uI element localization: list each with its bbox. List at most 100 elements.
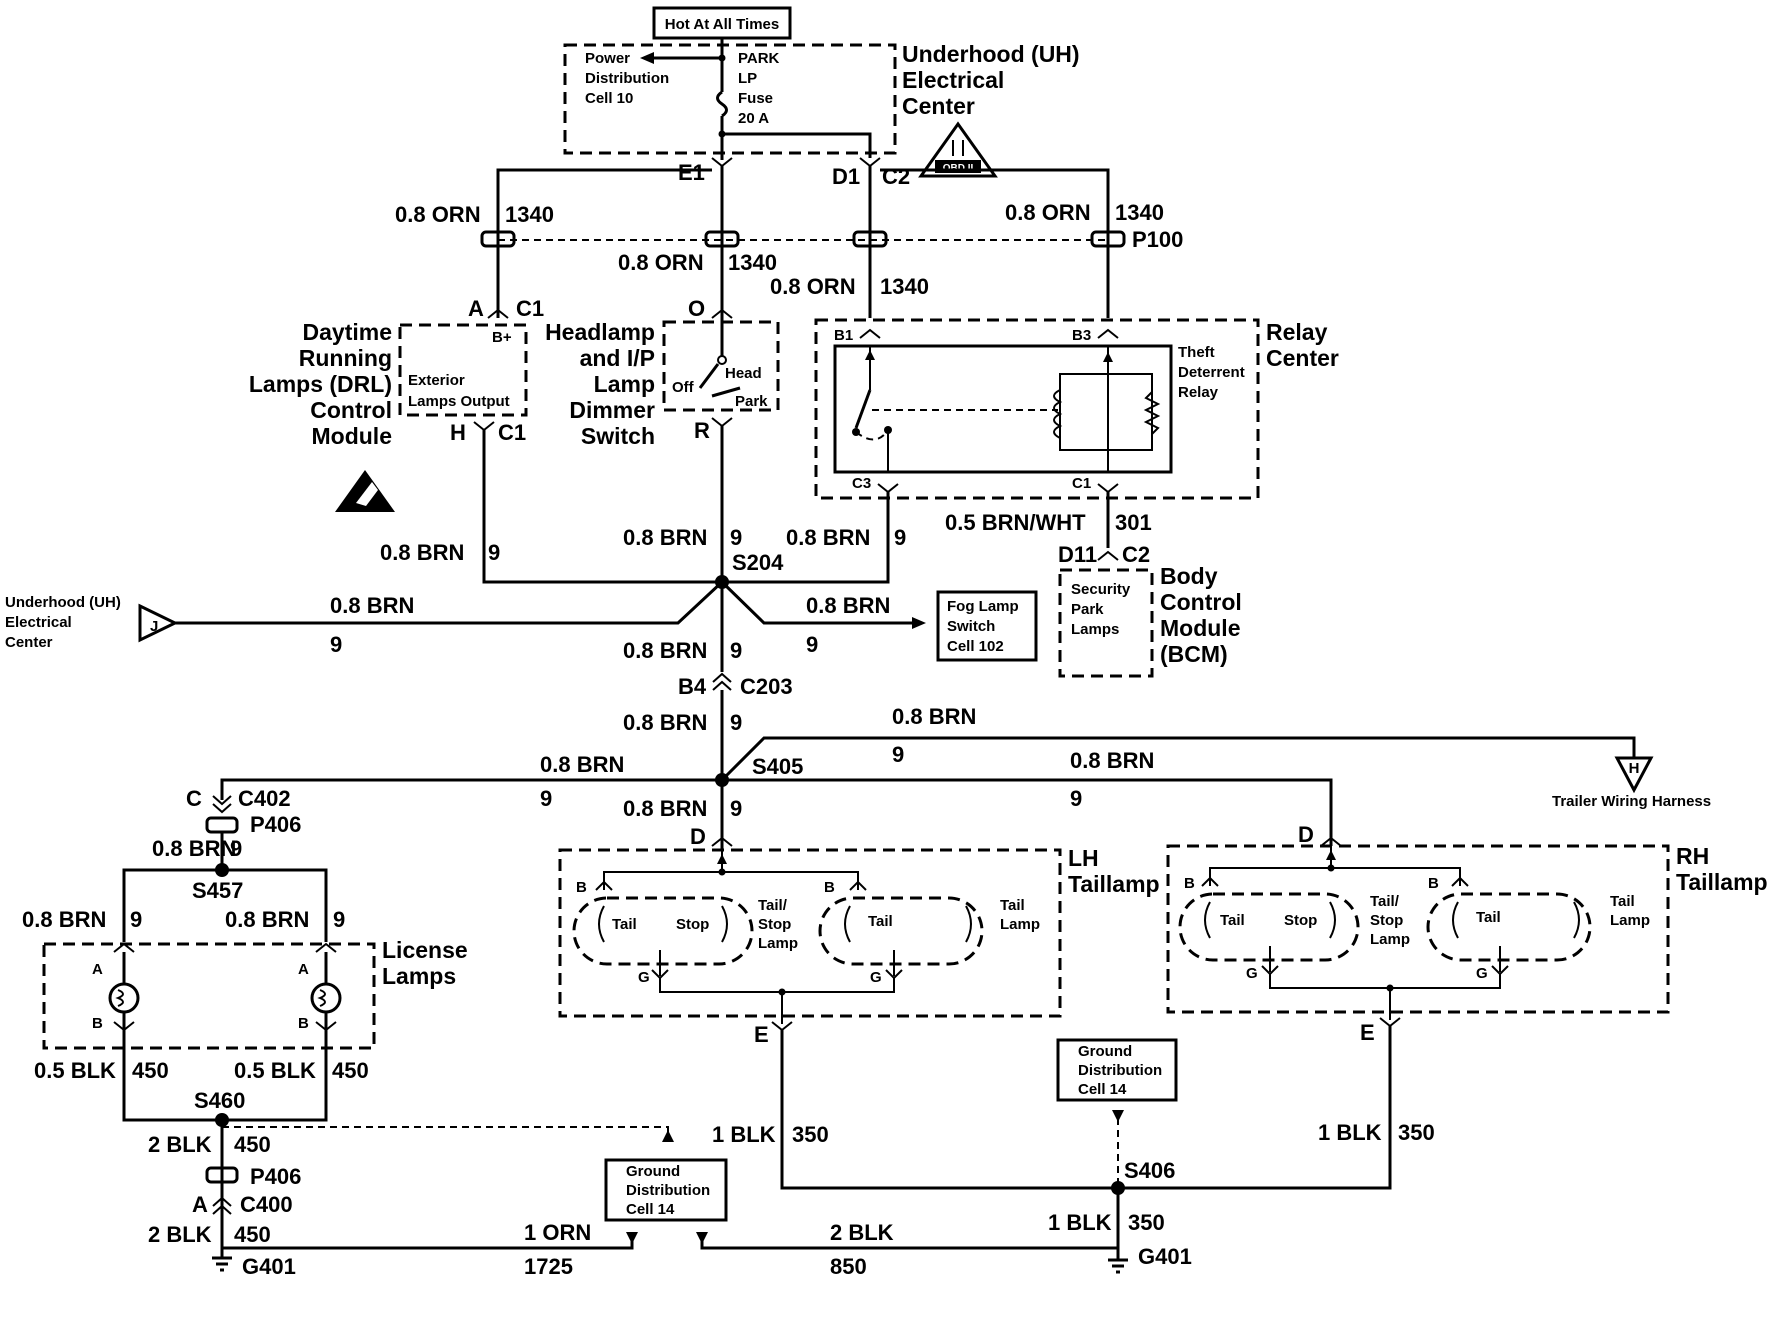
svg-text:Lamp: Lamp bbox=[594, 371, 655, 397]
svg-text:Relay: Relay bbox=[1178, 384, 1219, 401]
svg-text:Deterrent: Deterrent bbox=[1178, 364, 1245, 381]
svg-text:Tail: Tail bbox=[1476, 909, 1501, 926]
ground-g401-left-icon bbox=[212, 1256, 232, 1272]
svg-text:Cell 14: Cell 14 bbox=[1078, 1081, 1127, 1098]
svg-text:Lamp: Lamp bbox=[1610, 912, 1650, 929]
svg-text:Ground: Ground bbox=[1078, 1043, 1132, 1060]
svg-text:B: B bbox=[92, 1015, 103, 1032]
svg-text:Trailer Wiring Harness: Trailer Wiring Harness bbox=[1552, 793, 1711, 810]
svg-text:Tail: Tail bbox=[1220, 912, 1245, 929]
svg-text:9: 9 bbox=[730, 638, 742, 663]
svg-text:1340: 1340 bbox=[505, 202, 554, 227]
svg-text:H: H bbox=[450, 420, 466, 445]
svg-text:C3: C3 bbox=[852, 475, 871, 492]
svg-text:Electrical: Electrical bbox=[902, 67, 1004, 93]
svg-text:Lamps: Lamps bbox=[382, 963, 456, 989]
svg-text:and I/P: and I/P bbox=[580, 345, 655, 371]
svg-text:Hot At All Times: Hot At All Times bbox=[665, 16, 779, 33]
ground-distribution-center-label: Ground Distribution Cell 14 bbox=[1078, 1043, 1162, 1098]
c402-connector bbox=[212, 795, 232, 814]
svg-text:1340: 1340 bbox=[728, 250, 777, 275]
bcm-label: Body Control Module (BCM) bbox=[1160, 563, 1242, 667]
fuse-label: PARK LP Fuse 20 A bbox=[738, 50, 780, 127]
svg-text:Control: Control bbox=[1160, 589, 1242, 615]
svg-text:G401: G401 bbox=[242, 1254, 296, 1279]
svg-text:Lamp: Lamp bbox=[1370, 931, 1410, 948]
ground-distribution-box-center bbox=[1056, 1038, 1178, 1102]
svg-text:G: G bbox=[1476, 965, 1488, 982]
svg-text:0.8 ORN: 0.8 ORN bbox=[770, 274, 856, 299]
switch-blade-icon bbox=[698, 363, 720, 389]
license-lamp-right-icon bbox=[310, 982, 342, 1014]
ground-distribution-box-left bbox=[604, 1158, 728, 1222]
svg-text:B1: B1 bbox=[834, 327, 853, 344]
svg-text:0.8 ORN: 0.8 ORN bbox=[395, 202, 481, 227]
svg-text:Stop: Stop bbox=[758, 916, 791, 933]
svg-text:C402: C402 bbox=[238, 786, 291, 811]
svg-text:0.8 ORN: 0.8 ORN bbox=[618, 250, 704, 275]
svg-text:Distribution: Distribution bbox=[585, 70, 669, 87]
svg-text:Security: Security bbox=[1071, 581, 1131, 598]
svg-text:450: 450 bbox=[234, 1222, 271, 1247]
svg-text:9: 9 bbox=[333, 907, 345, 932]
lh-taillamp-label: LH Taillamp bbox=[1068, 845, 1160, 897]
svg-text:0.8 BRN: 0.8 BRN bbox=[892, 704, 976, 729]
svg-text:0.8 ORN: 0.8 ORN bbox=[1005, 200, 1091, 225]
rh-tail-stop-label: Tail/ Stop Lamp bbox=[1370, 893, 1410, 948]
svg-text:9: 9 bbox=[230, 836, 242, 861]
svg-text:E: E bbox=[754, 1022, 769, 1047]
svg-text:0.8 BRN: 0.8 BRN bbox=[540, 752, 624, 777]
svg-text:Underhood (UH): Underhood (UH) bbox=[902, 41, 1080, 67]
rh-tail-lamp-label: Tail Lamp bbox=[1610, 893, 1650, 929]
svg-text:9: 9 bbox=[488, 540, 500, 565]
power-distribution-label: Power Distribution Cell 10 bbox=[585, 50, 669, 107]
svg-text:Power: Power bbox=[585, 50, 630, 67]
svg-text:C1: C1 bbox=[498, 420, 526, 445]
svg-text:C1: C1 bbox=[1072, 475, 1091, 492]
svg-text:S460: S460 bbox=[194, 1088, 245, 1113]
svg-text:B: B bbox=[576, 879, 587, 896]
rh-taillamp-box bbox=[1166, 844, 1670, 1014]
svg-text:9: 9 bbox=[1070, 786, 1082, 811]
svg-text:Dimmer: Dimmer bbox=[569, 397, 655, 423]
svg-text:9: 9 bbox=[730, 796, 742, 821]
obd-ii-icon: OBD II bbox=[918, 121, 998, 178]
svg-text:Tail: Tail bbox=[1610, 893, 1635, 910]
svg-text:9: 9 bbox=[330, 632, 342, 657]
svg-text:9: 9 bbox=[730, 710, 742, 735]
license-lamp-left-icon bbox=[108, 982, 140, 1014]
svg-text:G: G bbox=[870, 969, 882, 986]
svg-text:450: 450 bbox=[332, 1058, 369, 1083]
svg-text:Fuse: Fuse bbox=[738, 90, 773, 107]
svg-text:H: H bbox=[1629, 760, 1640, 777]
rh-tail-bulb bbox=[1426, 892, 1592, 962]
svg-text:License: License bbox=[382, 937, 468, 963]
svg-text:450: 450 bbox=[132, 1058, 169, 1083]
svg-text:1 BLK: 1 BLK bbox=[1318, 1120, 1382, 1145]
svg-text:Cell 14: Cell 14 bbox=[626, 1201, 675, 1218]
svg-text:C400: C400 bbox=[240, 1192, 293, 1217]
svg-text:G: G bbox=[1246, 965, 1258, 982]
svg-text:B4: B4 bbox=[678, 674, 707, 699]
svg-text:A: A bbox=[298, 961, 309, 978]
svg-text:0.8 BRN: 0.8 BRN bbox=[623, 710, 707, 735]
svg-text:Fog Lamp: Fog Lamp bbox=[947, 598, 1019, 615]
svg-text:R: R bbox=[694, 418, 710, 443]
svg-text:D: D bbox=[1298, 822, 1314, 847]
svg-text:Lamps: Lamps bbox=[1071, 621, 1119, 638]
svg-text:S405: S405 bbox=[752, 754, 803, 779]
ground-g401-right-icon bbox=[1108, 1258, 1128, 1274]
svg-text:P100: P100 bbox=[1132, 227, 1183, 252]
svg-text:0.5 BLK: 0.5 BLK bbox=[34, 1058, 116, 1083]
svg-text:9: 9 bbox=[892, 742, 904, 767]
uh-center-box bbox=[563, 43, 897, 155]
svg-text:B: B bbox=[1184, 875, 1195, 892]
svg-text:(BCM): (BCM) bbox=[1160, 641, 1228, 667]
svg-text:Control: Control bbox=[310, 397, 392, 423]
rh-taillamp-label: RH Taillamp bbox=[1676, 843, 1768, 895]
svg-text:E1: E1 bbox=[678, 160, 705, 185]
svg-text:Lamp: Lamp bbox=[758, 935, 798, 952]
esd-warning-icon bbox=[335, 470, 395, 512]
svg-text:450: 450 bbox=[234, 1132, 271, 1157]
